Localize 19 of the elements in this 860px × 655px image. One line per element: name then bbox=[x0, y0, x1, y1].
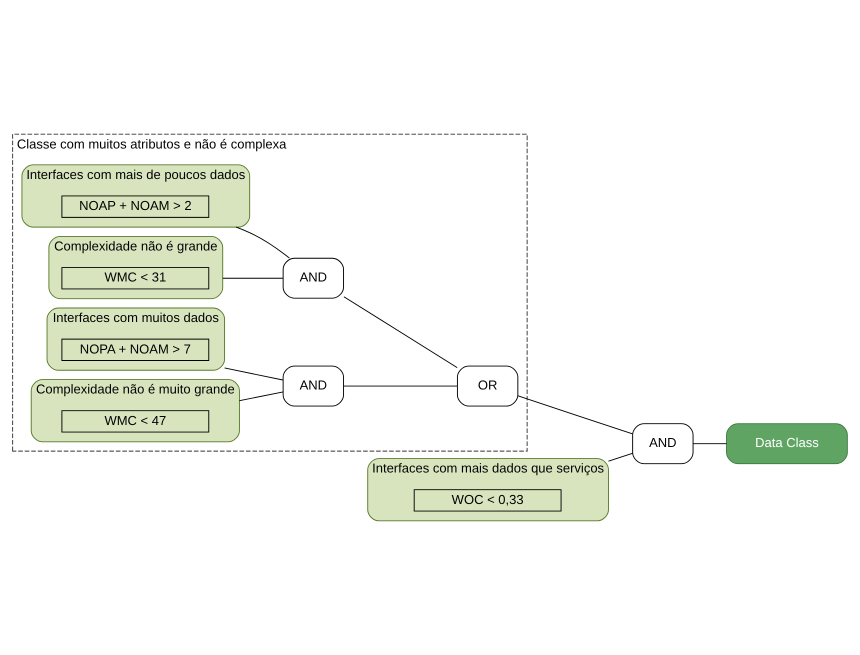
node-box: NOPA + NOAM > 7 bbox=[61, 338, 210, 361]
connector bbox=[224, 368, 284, 380]
node-box: WOC < 0,33 bbox=[414, 489, 562, 512]
node-box: Data Class bbox=[726, 423, 848, 464]
node-box: WMC < 47 bbox=[61, 410, 210, 433]
node-box: AND bbox=[282, 366, 344, 406]
node-box: NOAP + NOAM > 2 bbox=[61, 196, 210, 218]
node-box: WMC < 31 bbox=[61, 267, 210, 290]
connector bbox=[238, 391, 284, 402]
connector bbox=[343, 296, 458, 368]
node-box: OR bbox=[456, 366, 518, 406]
connector bbox=[608, 452, 633, 462]
connector bbox=[518, 395, 633, 434]
connector bbox=[222, 278, 284, 279]
connector bbox=[236, 226, 290, 259]
node-box: AND bbox=[632, 423, 694, 464]
connector bbox=[343, 386, 458, 387]
connector bbox=[692, 443, 727, 444]
node-box: AND bbox=[282, 258, 344, 299]
